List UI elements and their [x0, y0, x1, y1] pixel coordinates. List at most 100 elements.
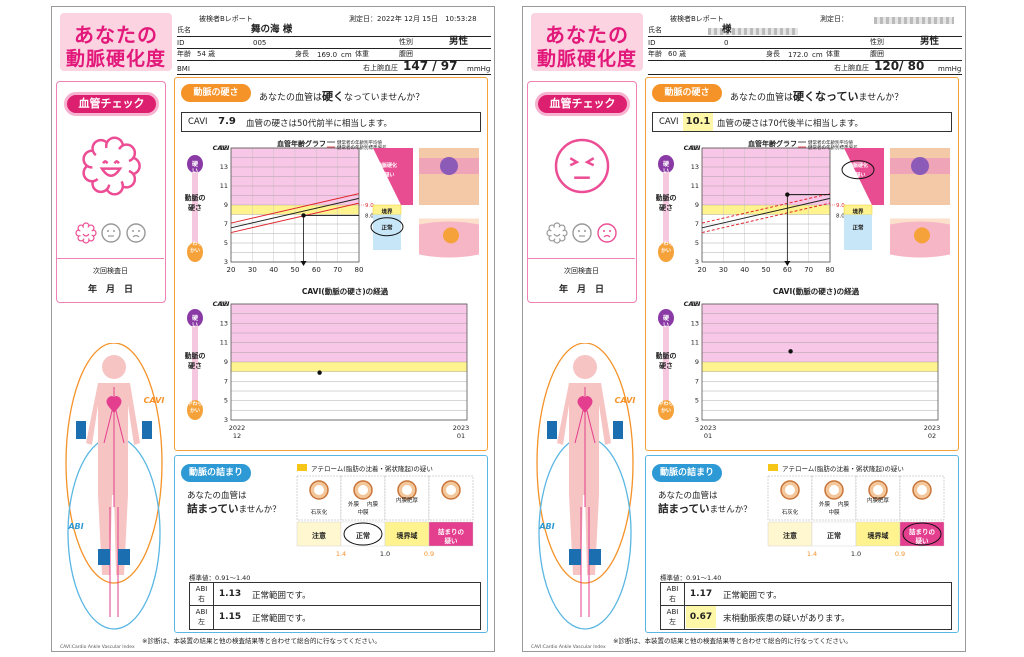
body-shape	[86, 383, 140, 575]
side-hard-1: 硬	[663, 160, 670, 168]
abi-right-message: 正常範囲です。	[252, 591, 311, 601]
small-face-eye	[132, 230, 134, 232]
ankle-cuff-left	[118, 549, 130, 565]
bp-unit: mmHg	[467, 65, 491, 73]
face-scale	[74, 218, 150, 252]
age-chart-ylabel: CAVI	[213, 144, 230, 152]
eye-left	[102, 160, 109, 165]
bmi-label: BMI	[177, 65, 190, 73]
trend-y-tick: 15	[691, 300, 699, 308]
age-chart-ylabel: CAVI	[684, 144, 701, 152]
legend-1: 健常者の年齢別平均値	[808, 140, 853, 146]
trend-y-tick: 15	[220, 300, 228, 308]
small-face-mouth	[132, 234, 140, 238]
name-redacted	[708, 28, 798, 35]
bp-value: 120/ 80	[874, 59, 925, 73]
scale-1-0: 1.0	[380, 550, 390, 558]
cavi-result-label: CAVI	[659, 117, 679, 127]
scale-1-4: 1.4	[807, 550, 817, 558]
trend-y-tick: 13	[220, 319, 228, 327]
face-scale-svg	[546, 222, 617, 244]
small-face-eye	[107, 230, 109, 232]
illustration-hard	[419, 148, 479, 205]
x-tick: 40	[269, 266, 278, 274]
title-line2: 動脈硬化度	[65, 48, 166, 70]
cell-label-media: 中膜	[828, 508, 840, 516]
title-line1: あなたの	[74, 23, 158, 47]
trend-x-start-year: 2023	[700, 424, 717, 432]
side-label-2: 硬さ	[188, 203, 202, 212]
scale-0-9: 0.9	[424, 550, 434, 558]
small-face-eye	[584, 230, 586, 232]
height-label: 身長	[766, 50, 780, 58]
cavi-result: CAVI 10.1 血管の硬さは70代後半に相当します。	[652, 112, 952, 132]
arm-cuff-right	[76, 421, 86, 439]
trend-y-tick: 13	[691, 319, 699, 327]
zone-caution: 注意	[783, 531, 797, 540]
next-exam-label: 次回検査日	[564, 267, 599, 275]
trend-y-tick: 7	[224, 377, 228, 385]
atheroma-diagram: アテローム(脂肪の沈着・粥状隆起)の疑い石灰化外膜中膜内膜内膜肥厚注意正常境界域…	[295, 462, 481, 576]
report-title: あなたの 動脈硬化度	[531, 13, 643, 71]
abi-left-row: ABI 左 1.15 正常範囲です。	[190, 606, 480, 629]
trend-side-hard-2: い	[663, 322, 669, 329]
name-label: 氏名	[177, 26, 191, 34]
abi-right-value: 1.17	[686, 583, 716, 605]
trend-side-soft-2: かい	[661, 407, 671, 414]
date-label: 測定日：	[820, 15, 848, 23]
atheroma-swatch	[297, 464, 307, 471]
footer-index: CAVI:Cardio Ankle Vascular Index	[531, 645, 606, 650]
trend-point	[788, 349, 793, 354]
zone-strip-suspect	[373, 148, 413, 205]
zone-label-suspect-2: の疑い	[379, 172, 394, 179]
arrow-shaft	[663, 326, 669, 402]
body-cavi-label: CAVI	[144, 396, 165, 405]
series-line	[230, 202, 360, 234]
y-tick: 7	[224, 220, 228, 228]
abi-zone	[811, 521, 857, 547]
small-face-eye	[138, 230, 140, 232]
abi-zone	[767, 521, 813, 547]
cell-label-calcification: 石灰化	[782, 508, 799, 516]
x-tick: 60	[783, 266, 792, 274]
abi-right-message: 正常範囲です。	[723, 591, 782, 601]
sex-value: 男性	[920, 36, 940, 47]
abi-pill: 動脈の詰まり	[181, 464, 251, 482]
age-label: 年齢	[648, 50, 662, 58]
trend-side-label-1: 動脈の	[185, 351, 206, 360]
abi-left-message: 末梢動脈疾患の疑いがあります。	[723, 614, 850, 624]
atheroma-diagram: アテローム(脂肪の沈着・粥状隆起)の疑い石灰化外膜中膜内膜内膜肥厚注意正常境界域…	[766, 462, 952, 576]
abi-left-row: ABI 左 0.67 末梢動脈疾患の疑いがあります。	[661, 606, 951, 629]
zone-label-suspect-2: の疑い	[850, 172, 865, 179]
trend-x-end-year: 2023	[924, 424, 941, 432]
illustration-hard-figure	[911, 157, 929, 175]
status-face-icon	[75, 130, 147, 206]
report-left: あなたの 動脈硬化度 被検者Bレポート 測定日： 2022年 12月 15日 1…	[51, 6, 495, 652]
trend-y-tick: 7	[695, 377, 699, 385]
abi-section: 動脈の詰まり あなたの血管は 詰まっていませんか？ アテローム(脂肪の沈着・粥状…	[645, 455, 959, 633]
line-label-9: 9.0	[836, 203, 845, 209]
next-exam-date: 年 月 日	[87, 285, 133, 295]
trend-x-start-month: 12	[233, 432, 241, 440]
hard-badge	[658, 309, 674, 327]
line-label-8: 8.0	[836, 214, 845, 220]
trend-x-end-month: 02	[928, 432, 936, 440]
trend-side-soft-1: やわら	[658, 400, 673, 407]
eye-left	[569, 157, 580, 167]
small-face-circle	[572, 223, 592, 243]
x-tick: 80	[826, 266, 835, 274]
height-value: 172.0	[788, 51, 809, 59]
abi-zone	[340, 521, 386, 547]
arteries	[574, 387, 596, 617]
x-tick: 30	[719, 266, 728, 274]
body-abi-label: ABI	[538, 522, 554, 531]
cell-label-calcification: 石灰化	[311, 508, 328, 516]
atheroma-title: アテローム(脂肪の沈着・粥状隆起)の疑い	[782, 464, 904, 473]
heart-icon	[577, 396, 593, 413]
side-hard-2: い	[663, 168, 669, 175]
drop-arrow	[300, 261, 307, 266]
